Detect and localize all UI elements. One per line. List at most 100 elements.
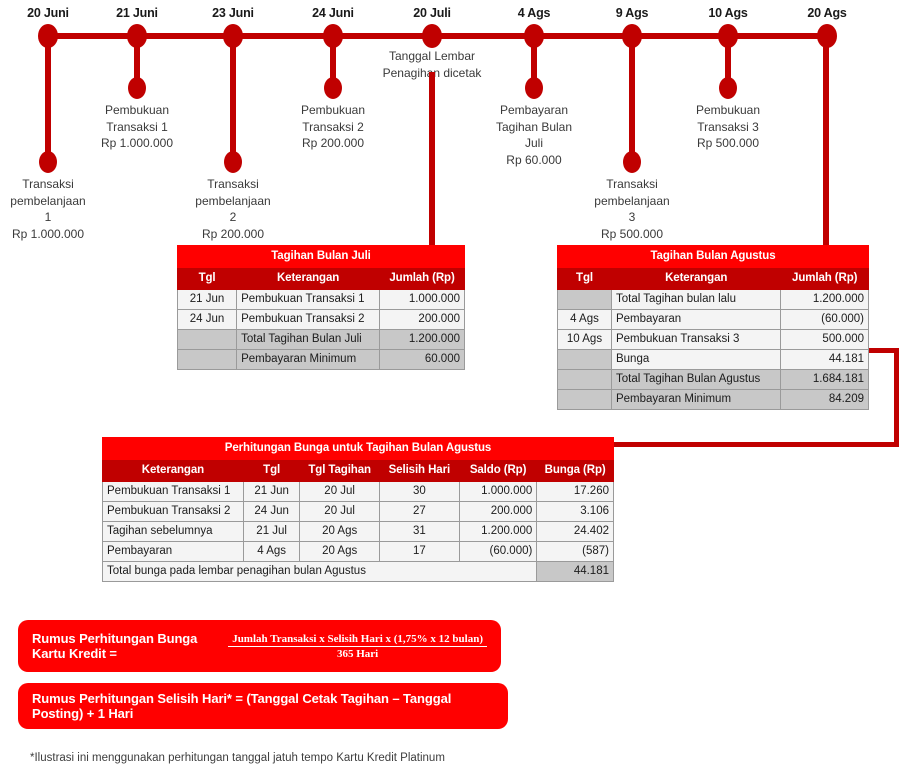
timeline-label-line: pembelanjaan bbox=[594, 193, 670, 208]
timeline-stem-dot-5 bbox=[525, 77, 543, 99]
col-jumlah: Jumlah (Rp) bbox=[379, 267, 465, 290]
timeline-label-line: Pembayaran bbox=[499, 103, 569, 117]
timeline-node-8 bbox=[817, 24, 837, 48]
cell-keterangan: Total Tagihan Bulan Juli bbox=[236, 329, 381, 350]
cell-tgl bbox=[557, 369, 612, 390]
cell-tgl: 24 Jun bbox=[176, 309, 238, 330]
timeline-label-line: Pembukuan bbox=[104, 103, 170, 117]
col-saldo: Saldo (Rp) bbox=[458, 459, 538, 482]
table-agustus-header-row: Tgl Keterangan Jumlah (Rp) bbox=[557, 267, 869, 290]
timeline-label-line: 3 bbox=[628, 210, 636, 224]
cell-tgl: 4 Ags bbox=[557, 309, 612, 330]
formula-bunga-lead: Rumus Perhitungan Bunga Kartu Kredit = bbox=[32, 631, 198, 661]
cell-tgl: 21 Jun bbox=[242, 481, 301, 502]
table-juli-title: Tagihan Bulan Juli bbox=[177, 245, 465, 268]
timeline-label-line: Rp 1.000.000 bbox=[100, 136, 174, 150]
timeline-label-line: Transaksi bbox=[207, 177, 259, 191]
timeline-label-line: Rp 200.000 bbox=[301, 136, 365, 150]
timeline-label-line: Transaksi 3 bbox=[697, 119, 759, 134]
connector-bunga-h1 bbox=[869, 348, 899, 353]
cell-keterangan: Pembayaran Minimum bbox=[236, 349, 381, 370]
cell-keterangan: Pembayaran Minimum bbox=[610, 389, 782, 410]
timeline-date-4: 20 Juli bbox=[413, 6, 451, 20]
connector-juli-table bbox=[429, 72, 435, 248]
timeline-label-line: Transaksi 2 bbox=[302, 119, 364, 134]
col-tgl: Tgl bbox=[242, 459, 301, 482]
timeline-label-line: 1 bbox=[44, 210, 52, 224]
cell-tgl bbox=[176, 329, 238, 350]
table-bunga-title: Perhitungan Bunga untuk Tagihan Bulan Ag… bbox=[102, 437, 614, 460]
timeline-node-4 bbox=[422, 24, 442, 48]
connector-agustus-table bbox=[823, 40, 829, 248]
formula-selisih-text: Rumus Perhitungan Selisih Hari* = (Tangg… bbox=[32, 691, 452, 721]
cell-tgl-tagihan: 20 Ags bbox=[299, 521, 380, 542]
cell-jumlah: 1.200.000 bbox=[780, 289, 869, 310]
cell-selisih-hari: 27 bbox=[378, 501, 460, 522]
timeline-date-8: 20 Ags bbox=[807, 6, 847, 20]
timeline-label-line: 2 bbox=[229, 210, 237, 224]
cell-jumlah: 500.000 bbox=[780, 329, 869, 350]
timeline-stem-dot-3 bbox=[324, 77, 342, 99]
timeline-stem-0 bbox=[45, 36, 51, 162]
cell-tgl bbox=[557, 389, 612, 410]
cell-jumlah: 44.181 bbox=[780, 349, 869, 370]
formula-bunga-numerator: Jumlah Transaksi x Selisih Hari x (1,75%… bbox=[228, 633, 487, 647]
cell-keterangan: Pembayaran bbox=[102, 541, 244, 562]
footnote: *Ilustrasi ini menggunakan perhitungan t… bbox=[30, 752, 445, 764]
table-tagihan-agustus: Tagihan Bulan Agustus Tgl Keterangan Jum… bbox=[557, 245, 869, 410]
timeline-label-line: Transaksi bbox=[606, 177, 658, 191]
timeline-stem-6 bbox=[629, 36, 635, 162]
timeline-stem-2 bbox=[230, 36, 236, 162]
cell-keterangan: Bunga bbox=[610, 349, 782, 370]
cell-tgl: 21 Jun bbox=[176, 289, 238, 310]
cell-jumlah: 60.000 bbox=[379, 349, 465, 370]
timeline-label-line: pembelanjaan bbox=[10, 193, 86, 208]
col-tgl: Tgl bbox=[557, 267, 612, 290]
cell-tgl: 10 Ags bbox=[557, 329, 612, 350]
timeline-date-3: 24 Juni bbox=[312, 6, 354, 20]
cell-selisih-hari: 31 bbox=[378, 521, 460, 542]
cell-tgl bbox=[176, 349, 238, 370]
cell-bunga-rp-: 3.106 bbox=[536, 501, 614, 522]
timeline-label-line: Pembukuan bbox=[300, 103, 366, 117]
timeline-stem-dot-7 bbox=[719, 77, 737, 99]
cell-keterangan: Pembukuan Transaksi 2 bbox=[236, 309, 381, 330]
cell-keterangan: Pembayaran bbox=[610, 309, 782, 330]
formula-bunga-fraction: Jumlah Transaksi x Selisih Hari x (1,75%… bbox=[228, 633, 487, 660]
cell-selisih-hari: 17 bbox=[378, 541, 460, 562]
timeline-label-line: Tagihan Bulan bbox=[495, 119, 573, 134]
cell-keterangan: Total Tagihan bulan lalu bbox=[610, 289, 782, 310]
timeline-stem-5 bbox=[531, 36, 537, 88]
cell-saldo-rp-: (60.000) bbox=[458, 541, 538, 562]
timeline-label-line: Rp 500.000 bbox=[696, 136, 760, 150]
timeline-stem-1 bbox=[134, 36, 140, 88]
table-agustus-title: Tagihan Bulan Agustus bbox=[557, 245, 869, 268]
timeline-date-1: 21 Juni bbox=[116, 6, 158, 20]
timeline-label-line: Transaksi bbox=[22, 177, 74, 191]
table-juli-header-row: Tgl Keterangan Jumlah (Rp) bbox=[176, 267, 465, 290]
table-bunga-header-row: Keterangan Tgl Tgl Tagihan Selisih Hari … bbox=[102, 459, 614, 482]
cell-keterangan: Total Tagihan Bulan Agustus bbox=[610, 369, 782, 390]
timeline-date-6: 9 Ags bbox=[615, 6, 649, 20]
formula-bunga-box: Rumus Perhitungan Bunga Kartu Kredit = J… bbox=[18, 620, 501, 672]
cell-bunga-rp-: (587) bbox=[536, 541, 614, 562]
timeline-stem-dot-1 bbox=[128, 77, 146, 99]
formula-selisih-box: Rumus Perhitungan Selisih Hari* = (Tangg… bbox=[18, 683, 508, 729]
cell-total-label: Total bunga pada lembar penagihan bulan … bbox=[101, 561, 538, 582]
timeline-label-line: Rp 500.000 bbox=[600, 226, 664, 241]
